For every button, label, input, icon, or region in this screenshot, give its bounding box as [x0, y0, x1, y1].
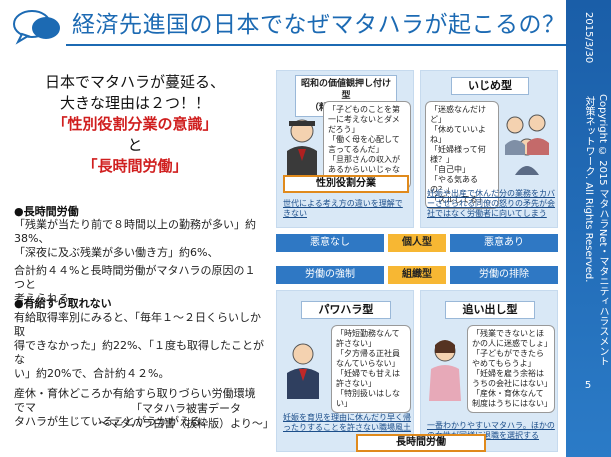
leave-line4: 産休・育休どころか有給すら取りづらい労働環境でマ — [14, 387, 256, 414]
axis-malice: 悪意あり — [450, 234, 558, 252]
power-quote: 「妊婦でも甘えは許さない」 — [336, 369, 400, 388]
page-title: 経済先進国の日本でなぜマタハラが起こるの？ — [72, 12, 566, 38]
axis-individual-type: 個人型 — [388, 234, 446, 252]
copyright-line2: 対策ネットワーク. All Rights Reserved. — [583, 96, 594, 283]
axis-organizational-type: 組織型 — [388, 266, 446, 284]
crying-woman-icon — [429, 340, 461, 401]
lead-and: と — [127, 136, 143, 154]
source-line1: 「マタハラ被害データ — [131, 402, 241, 415]
forced-out-quote: 「産休・育休なんて制度はうちにはない」 — [472, 389, 552, 408]
long-hours-line4: 考えられる。 — [14, 292, 80, 305]
leave-line2: 得できなかった」約22%、「１度も取得したことがな — [14, 339, 264, 366]
showa-title: 昭和の価値観押し付け型 — [300, 79, 391, 101]
showa-quote: 「子どものことを第一に考えないとダメだろう」 — [328, 105, 400, 134]
source-citation: 「マタハラ被害データ ～マタハラ白書（抜粋版）より～」 — [98, 401, 274, 431]
bullying-quote: 「自己中」 — [430, 165, 470, 174]
forced-out-quotes-bubble: 「残業できないとほかの人に迷惑でしょ」 「子どもができたらやめてもらうよ」 「妊… — [467, 325, 555, 413]
long-hours-text: 「残業が当たり前で８時間以上の勤務が多い」約38%、 「深夜に及ぶ残業が多い働き… — [14, 218, 264, 306]
speech-bubbles-logo — [13, 10, 60, 45]
sidebar — [566, 0, 611, 457]
shouting-manager-icon — [287, 343, 319, 399]
page-number: 5 — [584, 380, 592, 391]
bullying-quotes-bubble: 「迷惑なんだけど」 「休めていいよね」 「妊婦様って何様？」 「自己中」 「やる… — [425, 101, 499, 209]
axis-exclusion: 労働の排除 — [450, 266, 558, 284]
panel-showa-values: 昭和の価値観押し付け型 （粘土層管理職） 「子どものことを第一に考えないとダメだ… — [276, 70, 414, 228]
date-label: 2015/3/30 — [583, 12, 594, 64]
heading-long-hours: ●長時間労働 — [14, 205, 79, 218]
lead-line2: 大きな理由は２つ！！ — [59, 94, 210, 112]
angry-boss-icon — [287, 119, 317, 177]
panel-power-harassment: パワハラ型 「時短勤務なんて許さない」 「夕方帰る正社員なんていらない」 「妊婦… — [276, 290, 414, 452]
paid-leave-text: 有給取得率別にみると、「毎年１～２日くらいしか取 得できなかった」約22%、「１… — [14, 311, 266, 429]
harassment-types-diagram: 昭和の価値観押し付け型 （粘土層管理職） 「子どものことを第一に考えないとダメだ… — [276, 70, 558, 452]
title-underline — [66, 44, 566, 46]
power-note: 妊娠を育児を理由に休んだり早く帰ったりすることを許さない職場風土 — [283, 413, 411, 432]
copyright-line1: Copyright © 2015 マタハラNet・マタニティハラスメント — [597, 94, 608, 367]
long-hours-line1: 「残業が当たり前で８時間以上の勤務が多い」約38%、 — [14, 218, 256, 245]
showa-note: 世代による考え方の違いを理解できない — [283, 199, 403, 218]
source-line2: ～マタハラ白書（抜粋版）より～」 — [98, 417, 274, 430]
showa-quote: 「働く母を心配して言ってるんだ」 — [328, 135, 400, 154]
bullying-quote: 「休めていいよね」 — [430, 125, 486, 144]
lead-block: 日本でマタハラが蔓延る、 大きな理由は２つ！！ 「性別役割分業の意識」 と 「長… — [20, 72, 250, 177]
power-quotes-bubble: 「時短勤務なんて許さない」 「夕方帰る正社員なんていらない」 「妊婦でも甘えは許… — [331, 325, 411, 413]
bullying-quote: 「ズルしてる」 — [430, 195, 486, 204]
gender-role-tag: 性別役割分業 — [283, 175, 409, 193]
axis-no-malice: 悪意なし — [276, 234, 384, 252]
forced-out-quote: 「妊婦を雇う余裕はうちの会社にはない」 — [472, 369, 552, 388]
axis-forced-labor: 労働の強制 — [276, 266, 384, 284]
power-quote: 「時短勤務なんて許さない」 — [336, 329, 400, 348]
bullying-quote: 「妊婦様って何様？」 — [430, 145, 486, 164]
power-harassment-title: パワハラ型 — [301, 301, 391, 319]
long-hours-line2: 「深夜に及ぶ残業が多い働き方」約6%、 — [14, 246, 219, 259]
panel-forced-out: 追い出し型 「残業できないとほかの人に迷惑でしょ」 「子どもができたらやめてもら… — [420, 290, 558, 452]
long-hours-line3: 合計約４４%と長時間労働がマタハラの原因の１つと — [14, 264, 256, 291]
power-quote: 「夕方帰る正社員なんていらない」 — [336, 349, 400, 368]
reason-long-hours: 「長時間労働」 — [82, 157, 188, 175]
reason-gender-roles: 「性別役割分業の意識」 — [52, 115, 218, 133]
coworkers-group-icon — [505, 114, 549, 175]
leave-line1: 有給取得率別にみると、「毎年１～２日くらいしか取 — [14, 311, 262, 338]
bullying-quote: 「やる気あるの？」 — [430, 175, 478, 194]
leave-line5: タハラが生じていることがうかがえる。 — [14, 415, 212, 428]
bullying-title: いじめ型 — [451, 77, 529, 95]
long-hours-tag: 長時間労働 — [356, 434, 486, 452]
leave-line3: い」約20%で、合計約４２%。 — [14, 367, 170, 380]
bullying-note: 妊娠や出産で休んだ分の業務をカバーさせられる同僚の怒りの矛先が会社ではなく労働者… — [427, 189, 555, 218]
heading-paid-leave: ●有給すら取れない — [14, 297, 112, 310]
forced-out-quote: 「残業できないとほかの人に迷惑でしょ」 — [472, 329, 552, 348]
forced-out-quote: 「子どもができたらやめてもらうよ」 — [472, 349, 544, 368]
bullying-quote: 「迷惑なんだけど」 — [430, 105, 486, 124]
panel-bullying: いじめ型 「迷惑なんだけど」 「休めていいよね」 「妊婦様って何様？」 「自己中… — [420, 70, 558, 228]
power-quote: 「特別扱いはしない」 — [336, 389, 400, 408]
lead-line1: 日本でマタハラが蔓延る、 — [44, 73, 225, 91]
forced-out-title: 追い出し型 — [445, 301, 535, 319]
